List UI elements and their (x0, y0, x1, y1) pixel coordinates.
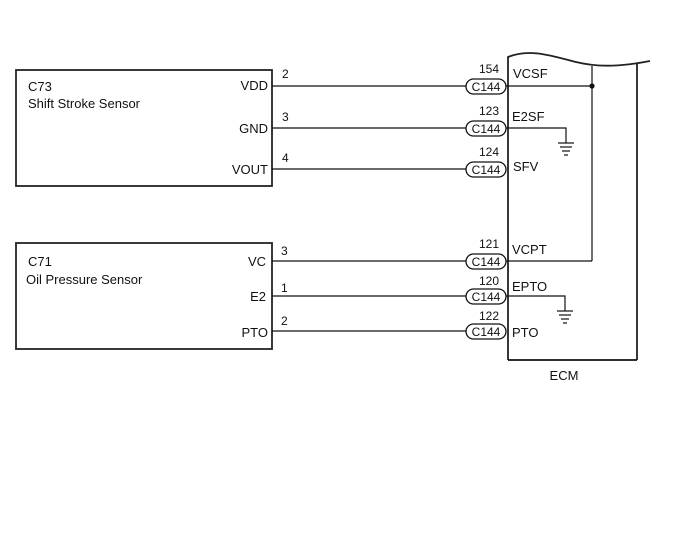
connector-c144: C144 120 EPTO (465, 274, 547, 305)
connector-label: C144 (472, 325, 501, 339)
c73-name: Shift Stroke Sensor (28, 96, 141, 111)
connector-c144: C144 123 E2SF (465, 104, 545, 137)
ecm-terminal-name: PTO (512, 325, 539, 340)
connector-label: C144 (472, 122, 501, 136)
c71-terminal-vc: VC (248, 254, 266, 269)
c73-terminal-vdd: VDD (241, 78, 268, 93)
c73-code: C73 (28, 79, 52, 94)
connector-label: C144 (472, 80, 501, 94)
ecm-terminal-name: VCSF (513, 66, 548, 81)
pin-number: 3 (282, 110, 289, 124)
ecm-outline (507, 52, 651, 360)
ecm-pin-number: 120 (479, 274, 499, 288)
ecm-pin-number: 121 (479, 237, 499, 251)
connector-c144: C144 124 SFV (465, 145, 539, 178)
component-ecm: ECM (507, 52, 651, 383)
pin-number: 2 (282, 67, 289, 81)
ecm-terminal-name: SFV (513, 159, 539, 174)
ground-icon (558, 142, 574, 156)
c73-terminal-vout: VOUT (232, 162, 268, 177)
connector-label: C144 (472, 255, 501, 269)
connector-label: C144 (472, 290, 501, 304)
ecm-connectors: C144 154 VCSF C144 123 E2SF C144 124 SFV… (465, 62, 548, 340)
ecm-internal-e2sf (506, 127, 567, 143)
connector-c144: C144 121 VCPT (465, 237, 547, 270)
ecm-pin-number: 123 (479, 104, 499, 118)
junction-dot (589, 83, 595, 89)
ecm-terminal-name: E2SF (512, 109, 545, 124)
sensor-pin-numbers: 2 3 4 3 1 2 (281, 67, 289, 328)
pin-number: 2 (281, 314, 288, 328)
pin-number: 1 (281, 281, 288, 295)
connector-c144: C144 122 PTO (465, 309, 539, 340)
ecm-internal-epto (506, 295, 566, 311)
ecm-pin-number: 154 (479, 62, 499, 76)
c71-code: C71 (28, 254, 52, 269)
ecm-terminal-name: EPTO (512, 279, 547, 294)
ecm-pin-number: 122 (479, 309, 499, 323)
ecm-pin-number: 124 (479, 145, 499, 159)
c73-terminal-gnd: GND (239, 121, 268, 136)
component-c71: C71 Oil Pressure Sensor VC E2 PTO (15, 242, 273, 350)
component-c73: C73 Shift Stroke Sensor VDD GND VOUT (15, 69, 273, 187)
wires (272, 66, 595, 332)
pin-number: 4 (282, 151, 289, 165)
c71-name: Oil Pressure Sensor (26, 272, 143, 287)
ground-icon (557, 310, 573, 324)
c71-terminal-pto: PTO (242, 325, 269, 340)
ecm-label: ECM (550, 368, 579, 383)
pin-number: 3 (281, 244, 288, 258)
c71-box (15, 242, 273, 350)
connector-c144: C144 154 VCSF (465, 62, 548, 95)
connector-label: C144 (472, 163, 501, 177)
ecm-terminal-name: VCPT (512, 242, 547, 257)
c73-box (15, 69, 273, 187)
c71-terminal-e2: E2 (250, 289, 266, 304)
